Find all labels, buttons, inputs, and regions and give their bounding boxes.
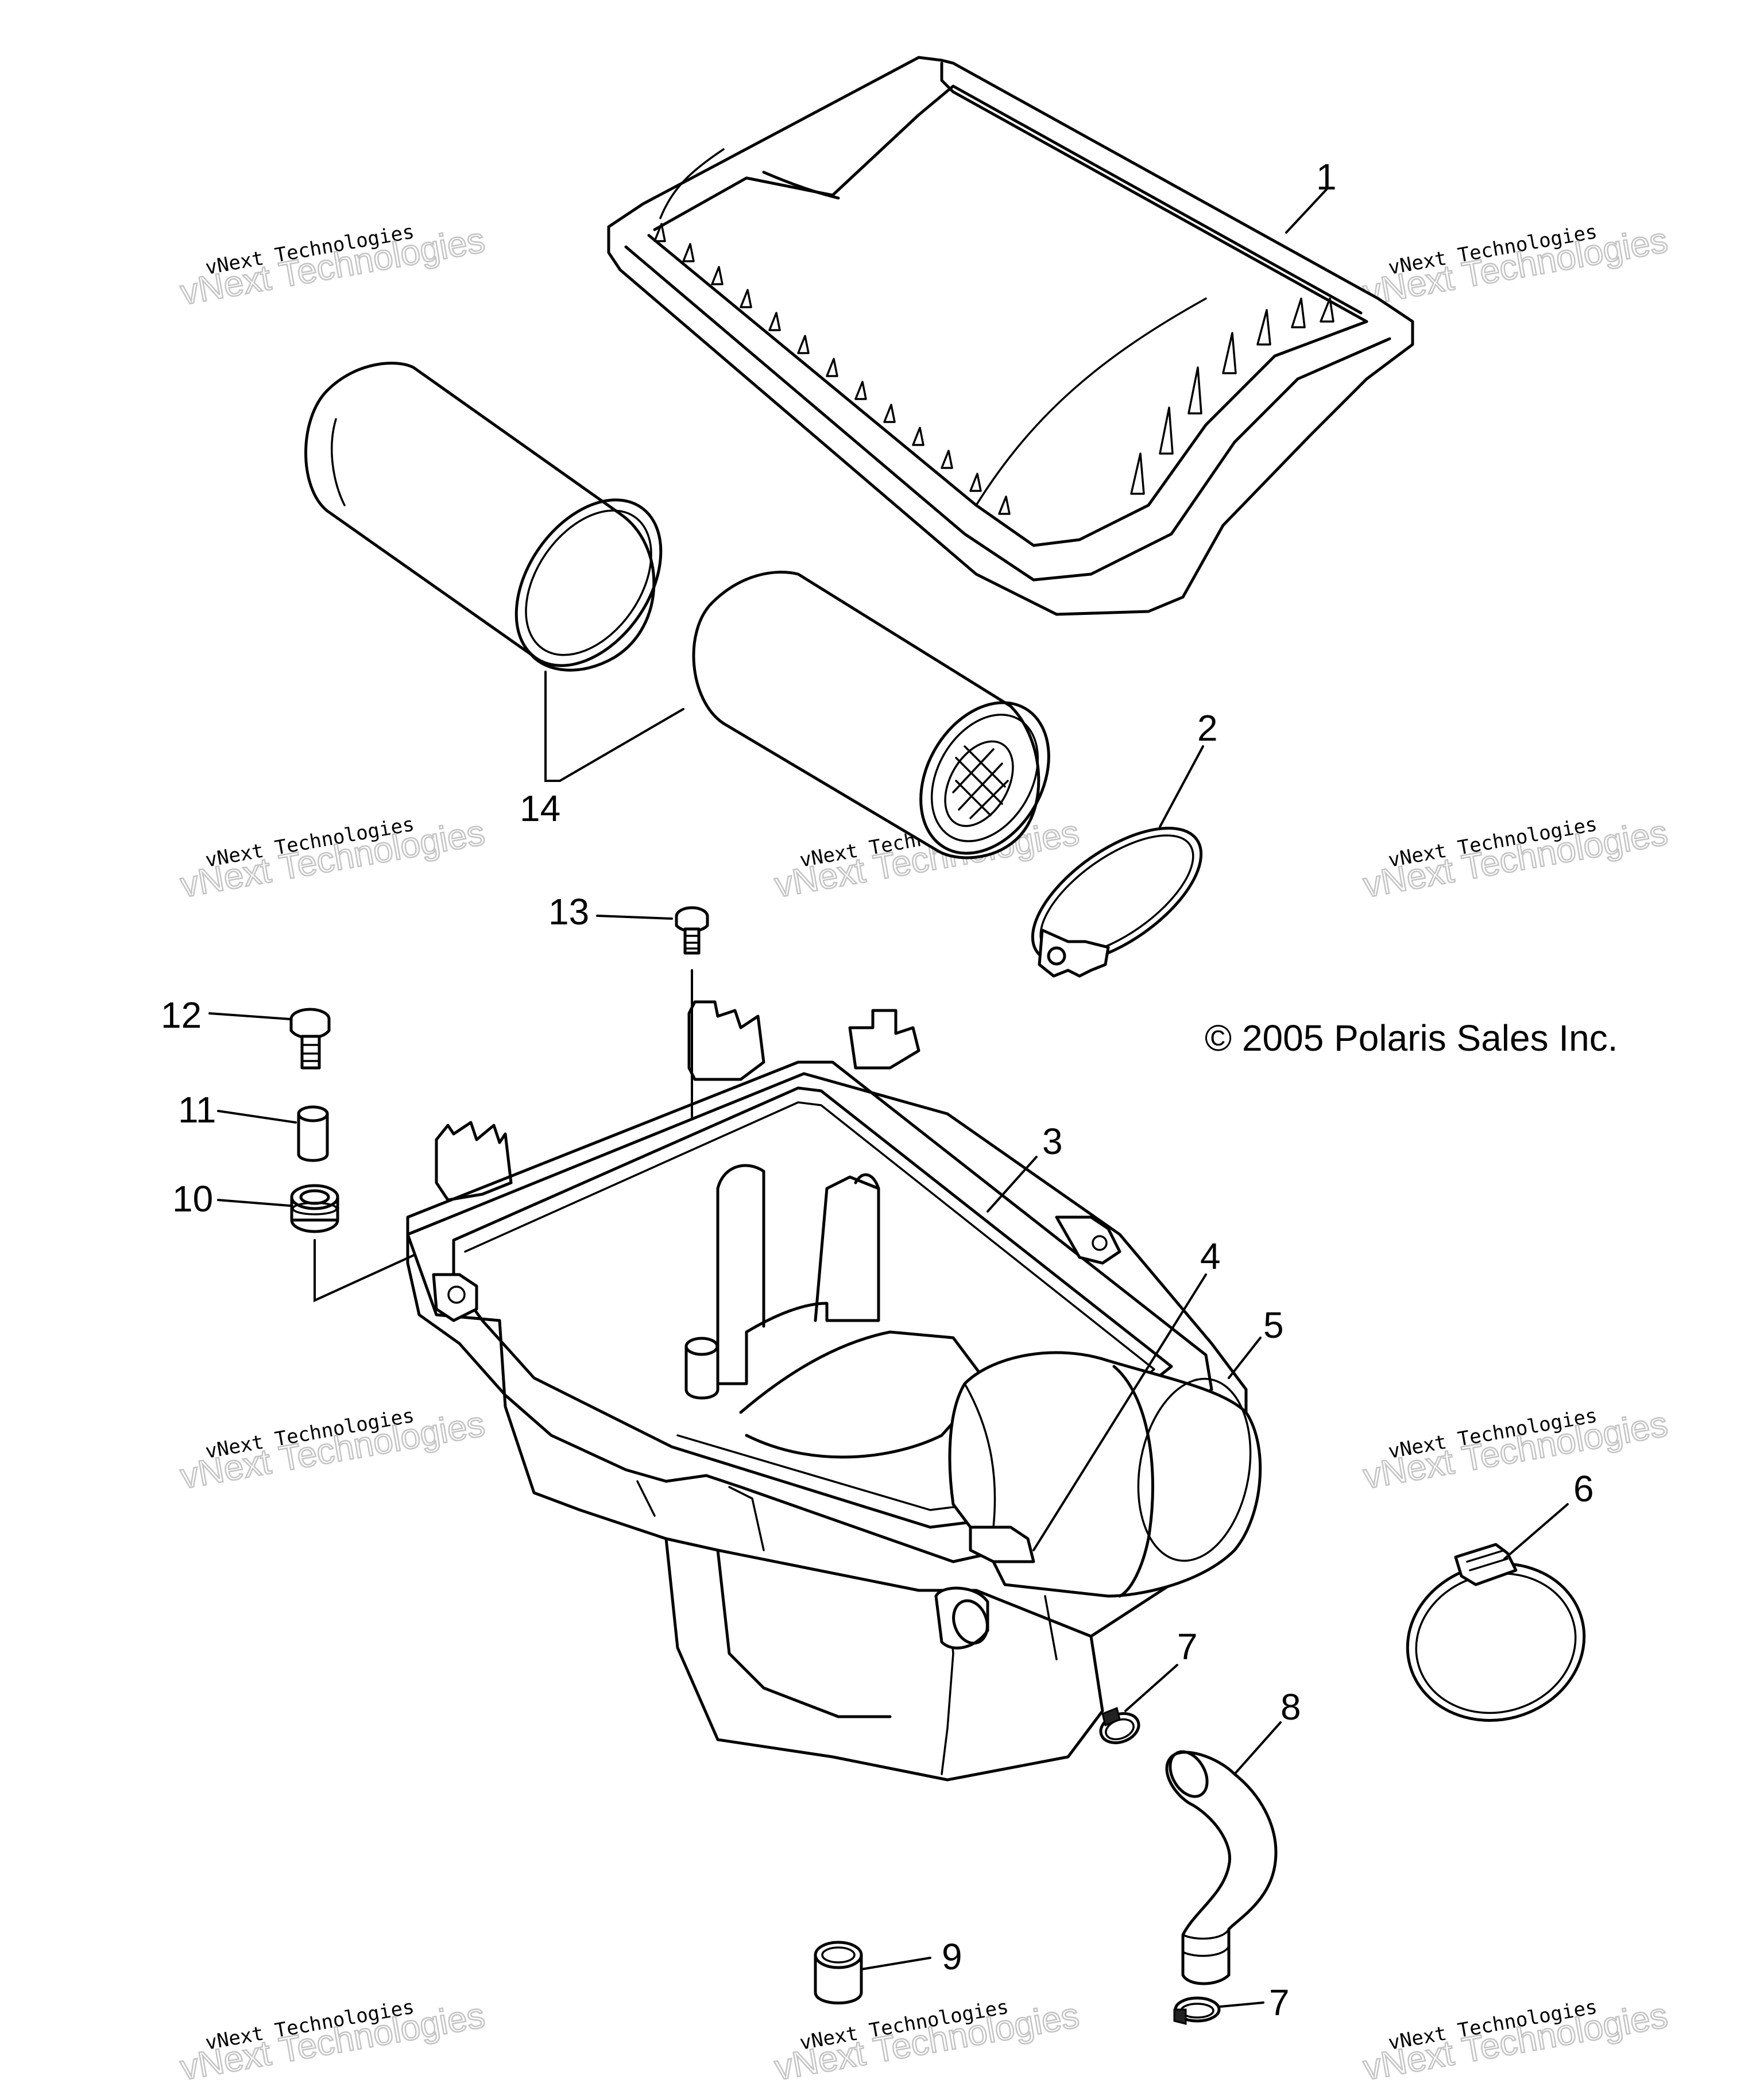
callout-14-leader xyxy=(544,671,684,782)
watermark: vNext Technologies vNext Technologies xyxy=(177,219,489,313)
watermark: vNext Technologies vNext Technologies xyxy=(771,1995,1083,2087)
drain-plug xyxy=(814,1941,863,2005)
watermark: vNext Technologies vNext Technologies xyxy=(1360,219,1672,313)
clamp-icon xyxy=(1173,1996,1221,2025)
watermark: vNext Technologies vNext Technologies xyxy=(1360,812,1672,906)
copyright-notice: © 2005 Polaris Sales Inc. xyxy=(1205,1017,1618,1059)
air-box-base xyxy=(406,1000,1248,1782)
clamp-icon xyxy=(1031,827,1203,978)
filter-mesh xyxy=(952,745,1009,819)
clamp-icon xyxy=(1406,1543,1586,1722)
callout-3: 3 xyxy=(1042,1121,1063,1162)
callout-12: 12 xyxy=(161,994,202,1036)
bushing-icon xyxy=(297,1105,329,1162)
tab-part xyxy=(969,1525,1035,1563)
watermark: vNext Technologies vNext Technologies xyxy=(177,812,489,906)
outlet-boot xyxy=(948,1351,1262,1598)
callout-7-lower: 7 xyxy=(1269,1982,1290,2023)
leader-lines xyxy=(208,188,1569,2008)
callout-2: 2 xyxy=(1197,707,1218,749)
callout-8: 8 xyxy=(1281,1686,1301,1728)
callout-5: 5 xyxy=(1263,1304,1284,1346)
callout-6: 6 xyxy=(1573,1468,1594,1509)
callout-1: 1 xyxy=(1316,156,1337,198)
callout-14: 14 xyxy=(520,788,560,829)
watermark: vNext Technologies vNext Technologies xyxy=(177,1995,489,2087)
watermark: vNext Technologies vNext Technologies xyxy=(177,1403,489,1497)
air-box-cover xyxy=(607,56,1414,616)
filter-elements xyxy=(304,362,1050,859)
drain-hose xyxy=(1165,1750,1278,1985)
callouts: 1 2 3 4 5 6 7 7 8 9 10 11 12 13 14 xyxy=(161,156,1594,2023)
callout-4: 4 xyxy=(1200,1236,1221,1277)
callout-11: 11 xyxy=(178,1089,216,1130)
callout-7-upper: 7 xyxy=(1177,1626,1198,1667)
clamp-icon xyxy=(1099,1706,1140,1744)
cover-ribs xyxy=(653,223,1334,515)
watermark: vNext Technologies vNext Technologies xyxy=(1360,1995,1672,2087)
screw-icon xyxy=(289,1008,331,1070)
watermark: vNext Technologies vNext Technologies xyxy=(1360,1403,1672,1497)
callout-9: 9 xyxy=(942,1936,962,1977)
callout-10: 10 xyxy=(172,1178,213,1219)
callout-13: 13 xyxy=(548,891,589,932)
grommet-icon xyxy=(290,1184,461,1303)
